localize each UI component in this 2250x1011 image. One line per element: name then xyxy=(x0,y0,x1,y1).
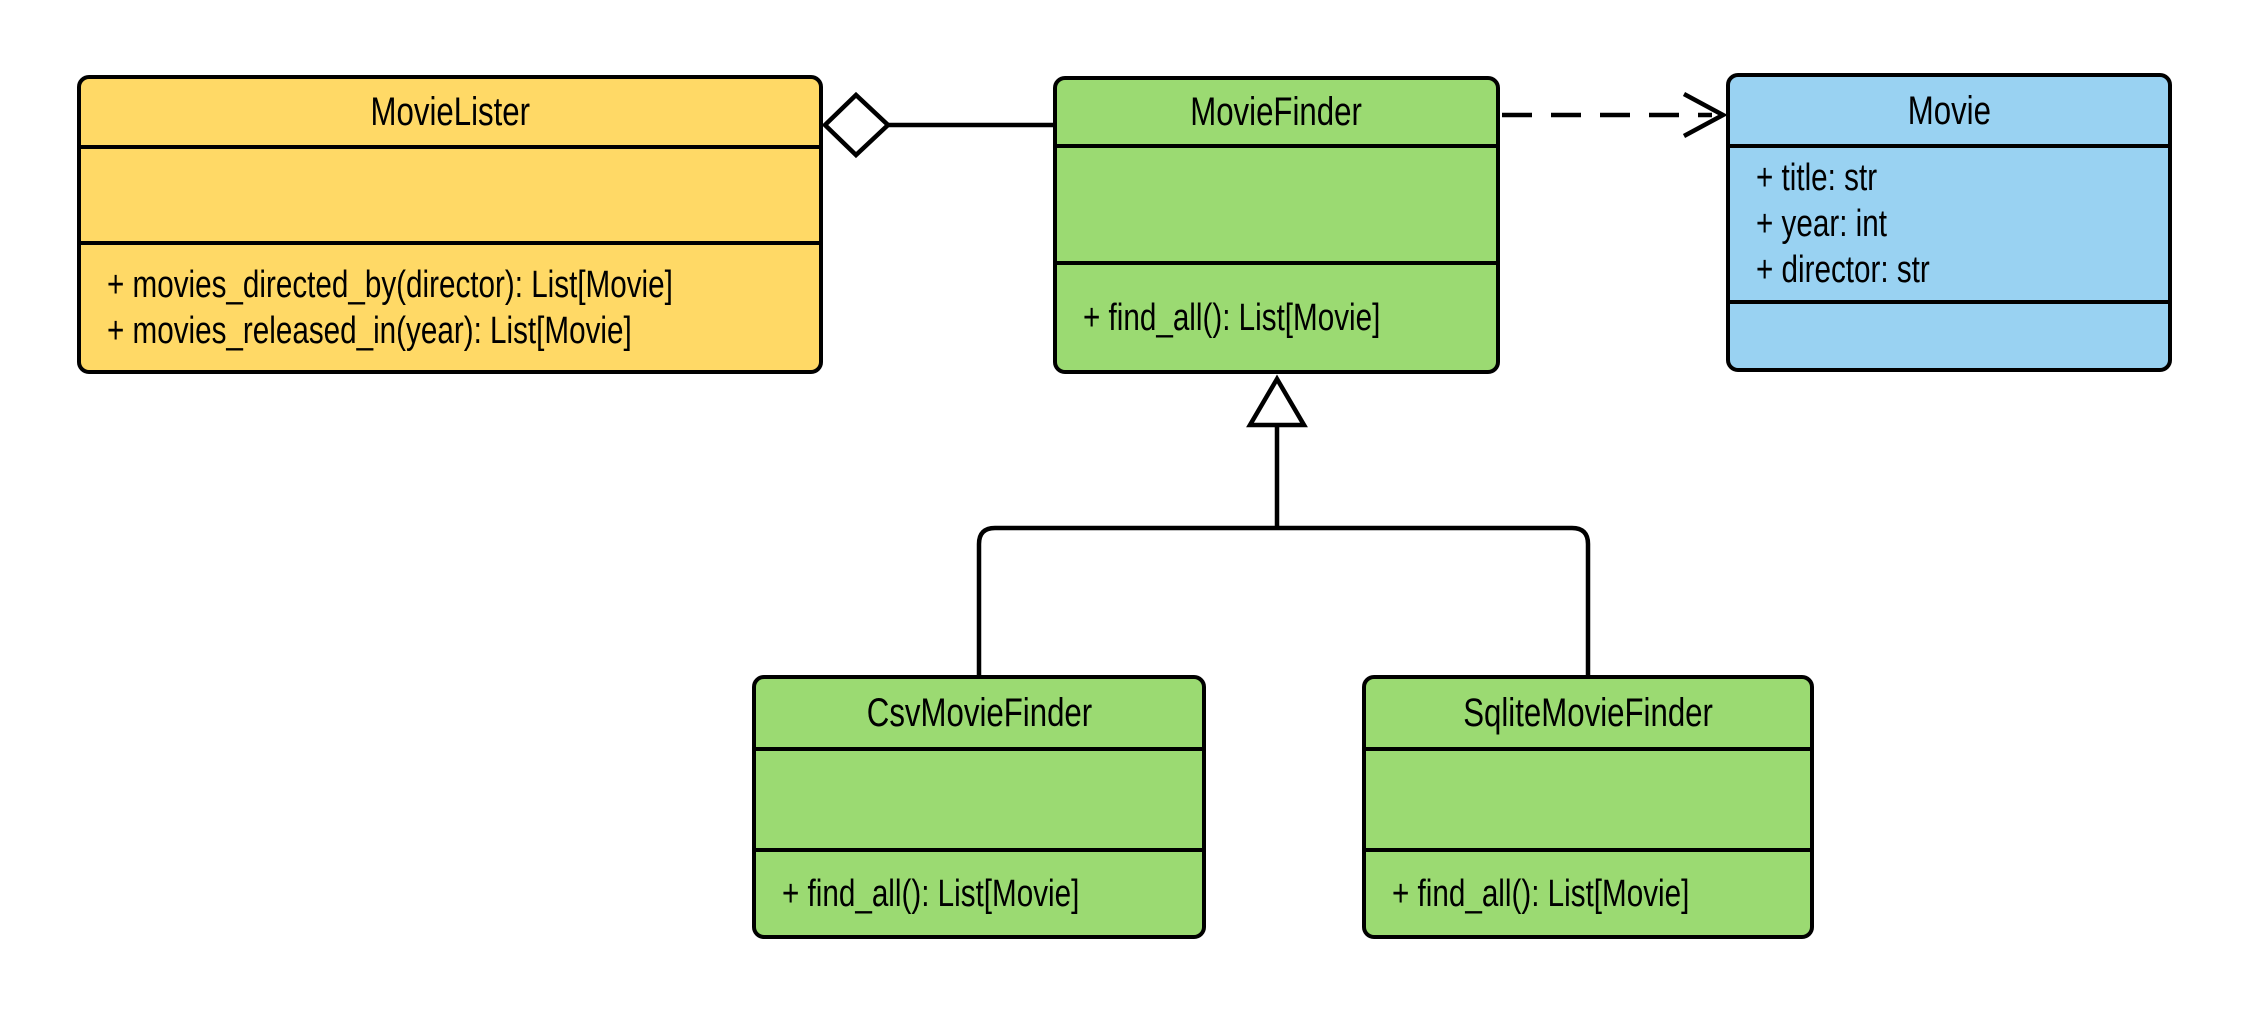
class-name-label: MovieLister xyxy=(370,90,530,134)
class-title-compartment: MovieFinder xyxy=(1057,80,1496,144)
inheritance-branch-path xyxy=(976,525,1591,677)
class-methods-compartment xyxy=(1730,300,2168,368)
inheritance-triangle-icon xyxy=(1246,374,1308,428)
attribute-item: + year: int xyxy=(1756,203,1887,245)
method-item: + movies_released_in(year): List[Movie] xyxy=(107,309,632,352)
class-name-label: MovieFinder xyxy=(1190,90,1363,134)
class-box-moviefinder[interactable]: MovieFinder + find_all(): List[Movie] xyxy=(1053,76,1500,374)
class-title-compartment: SqliteMovieFinder xyxy=(1366,679,1810,747)
class-box-movie[interactable]: Movie + title: str + year: int + directo… xyxy=(1726,73,2172,372)
class-attributes-compartment xyxy=(1057,144,1496,261)
class-box-movielister[interactable]: MovieLister + movies_directed_by(directo… xyxy=(77,75,823,374)
class-methods-compartment: + movies_directed_by(director): List[Mov… xyxy=(81,241,819,370)
attribute-item: + title: str xyxy=(1756,157,1878,199)
class-name-label: CsvMovieFinder xyxy=(866,691,1092,735)
class-attributes-compartment xyxy=(1366,747,1810,848)
class-name-label: Movie xyxy=(1907,88,1991,133)
class-title-compartment: Movie xyxy=(1730,77,2168,144)
class-methods-compartment: + find_all(): List[Movie] xyxy=(756,848,1202,935)
class-box-csvmoviefinder[interactable]: CsvMovieFinder + find_all(): List[Movie] xyxy=(752,675,1206,939)
class-title-compartment: MovieLister xyxy=(81,79,819,145)
class-methods-compartment: + find_all(): List[Movie] xyxy=(1366,848,1810,935)
class-attributes-compartment xyxy=(81,145,819,241)
method-item: + find_all(): List[Movie] xyxy=(782,872,1080,915)
dependency-open-arrow-icon xyxy=(1682,92,1728,138)
aggregation-diamond-icon xyxy=(821,91,892,159)
method-item: + movies_directed_by(director): List[Mov… xyxy=(107,263,673,306)
class-title-compartment: CsvMovieFinder xyxy=(756,679,1202,747)
method-item: + find_all(): List[Movie] xyxy=(1392,872,1690,915)
class-name-label: SqliteMovieFinder xyxy=(1463,691,1713,735)
class-attributes-compartment: + title: str + year: int + director: str xyxy=(1730,144,2168,300)
dependency-connector[interactable] xyxy=(1502,92,1728,138)
attribute-item: + director: str xyxy=(1756,249,1930,291)
method-item: + find_all(): List[Movie] xyxy=(1083,296,1381,339)
inheritance-connector[interactable] xyxy=(976,374,1591,677)
class-attributes-compartment xyxy=(756,747,1202,848)
class-methods-compartment: + find_all(): List[Movie] xyxy=(1057,261,1496,370)
aggregation-connector[interactable] xyxy=(821,91,1056,159)
class-box-sqlitemoviefinder[interactable]: SqliteMovieFinder + find_all(): List[Mov… xyxy=(1362,675,1814,939)
